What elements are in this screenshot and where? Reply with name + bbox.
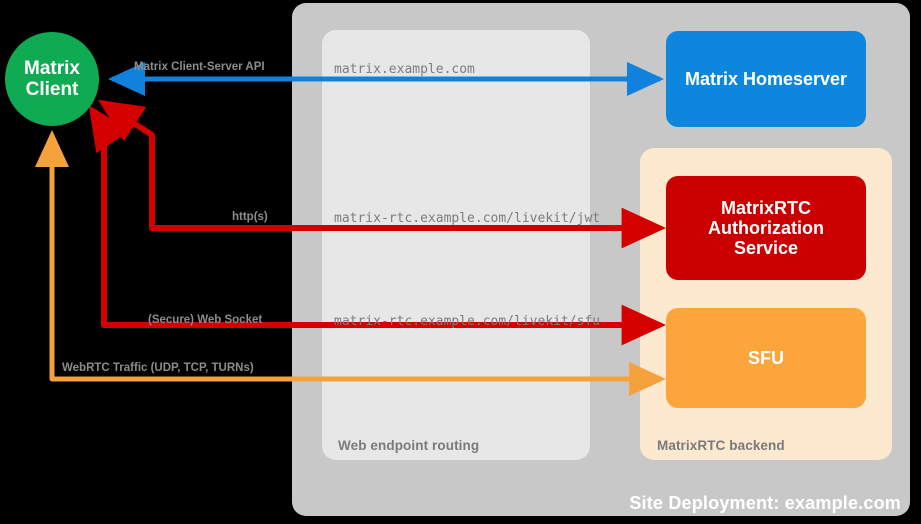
endpoint-url-livekit-jwt: matrix-rtc.example.com/livekit/jwt [334, 211, 601, 226]
node-auth-service-label: MatrixRTC Authorization Service [708, 198, 824, 258]
flow-label-webrtc-traffic: WebRTC Traffic (UDP, TCP, TURNs) [62, 362, 254, 374]
web-endpoint-routing-label: Web endpoint routing [338, 438, 480, 453]
auth-label-line3: Service [733, 238, 799, 259]
web-endpoint-routing-panel [322, 30, 590, 460]
node-matrix-client-label: Matrix Client [24, 58, 80, 101]
flow-label-secure-websocket: (Secure) Web Socket [148, 314, 263, 326]
auth-label-line2: Authorization [708, 217, 824, 238]
node-matrix-homeserver[interactable]: Matrix Homeserver [666, 31, 866, 127]
node-matrixrtc-authorization-service[interactable]: MatrixRTC Authorization Service [666, 176, 866, 280]
endpoint-url-matrix: matrix.example.com [334, 62, 475, 77]
node-sfu-label: SFU [748, 347, 784, 368]
client-label-line1: Matrix [24, 57, 80, 79]
site-deployment-label: Site Deployment: example.com [629, 493, 901, 513]
endpoint-url-livekit-sfu: matrix-rtc.example.com/livekit/sfu [334, 314, 601, 329]
flow-label-https: http(s) [232, 211, 268, 223]
node-sfu[interactable]: SFU [666, 308, 866, 408]
auth-label-line1: MatrixRTC [720, 197, 811, 218]
client-label-line2: Client [25, 79, 79, 100]
flow-label-client-server-api: Matrix Client-Server API [134, 61, 265, 73]
node-matrix-homeserver-label: Matrix Homeserver [684, 68, 848, 89]
node-matrix-client[interactable]: Matrix Client [5, 32, 99, 126]
matrixrtc-backend-label: MatrixRTC backend [657, 438, 785, 453]
